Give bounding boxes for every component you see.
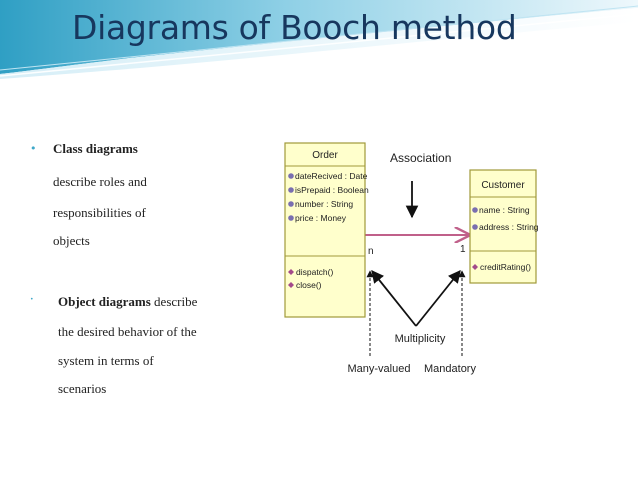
- mandatory-label: Mandatory: [424, 363, 476, 375]
- page-title: Diagrams of Booch method: [72, 8, 517, 47]
- bullet-label-class-diagrams: Class diagrams: [53, 141, 138, 156]
- bullet-text-line: describe roles and: [53, 174, 147, 189]
- bullet-dot-icon: •: [30, 296, 34, 303]
- multiplicity-1-label: 1: [460, 244, 466, 255]
- bullet-text-line: scenarios: [58, 381, 107, 396]
- order-class-name: Order: [312, 150, 338, 161]
- order-operation: close(): [296, 280, 322, 290]
- customer-class-name: Customer: [481, 180, 525, 191]
- attribute-icon: [288, 201, 294, 207]
- attribute-icon: [472, 207, 478, 213]
- multiplicity-label: Multiplicity: [395, 333, 446, 345]
- header-decoration: [0, 0, 638, 79]
- bullet-label-suffix: describe: [150, 294, 198, 309]
- customer-attribute: address : String: [479, 222, 539, 232]
- attribute-icon: [288, 173, 294, 179]
- order-attribute: isPrepaid : Boolean: [295, 185, 369, 195]
- attribute-icon: [472, 224, 478, 230]
- bullet-text-line: objects: [53, 233, 90, 248]
- order-class-box: Order dateRecived : Date isPrepaid : Boo…: [284, 142, 369, 318]
- customer-class-box: Customer name : String address : String …: [469, 169, 539, 284]
- multiplicity-arrow-left: [371, 270, 417, 327]
- association-label: Association: [390, 151, 451, 165]
- operation-icon: [288, 282, 294, 288]
- multiplicity-n-label: n: [368, 246, 374, 257]
- bullet-dot-icon: •: [30, 142, 37, 155]
- customer-attribute: name : String: [479, 205, 530, 215]
- order-attribute: number : String: [295, 199, 353, 209]
- bullet-label-object-diagrams: Object diagrams describe: [58, 294, 197, 310]
- attribute-icon: [288, 215, 294, 221]
- attribute-icon: [288, 187, 294, 193]
- order-operation: dispatch(): [296, 267, 333, 277]
- bullet-label-strong: Object diagrams: [58, 294, 151, 309]
- bullet-text-line: system in terms of: [58, 353, 154, 368]
- diagram-svg: Order dateRecived : Date isPrepaid : Boo…: [284, 142, 539, 375]
- order-attribute: dateRecived : Date: [295, 171, 368, 181]
- bullet-text-line: responsibilities of: [53, 205, 146, 220]
- booch-class-diagram-figure: Order dateRecived : Date isPrepaid : Boo…: [272, 128, 551, 383]
- multiplicity-arrow-right: [415, 270, 461, 327]
- order-attribute: price : Money: [295, 213, 347, 223]
- operation-icon: [288, 269, 294, 275]
- bullet-text-line: the desired behavior of the: [58, 324, 197, 339]
- customer-operation: creditRating(): [480, 262, 531, 272]
- operation-icon: [472, 264, 478, 270]
- many-valued-label: Many-valued: [348, 363, 411, 375]
